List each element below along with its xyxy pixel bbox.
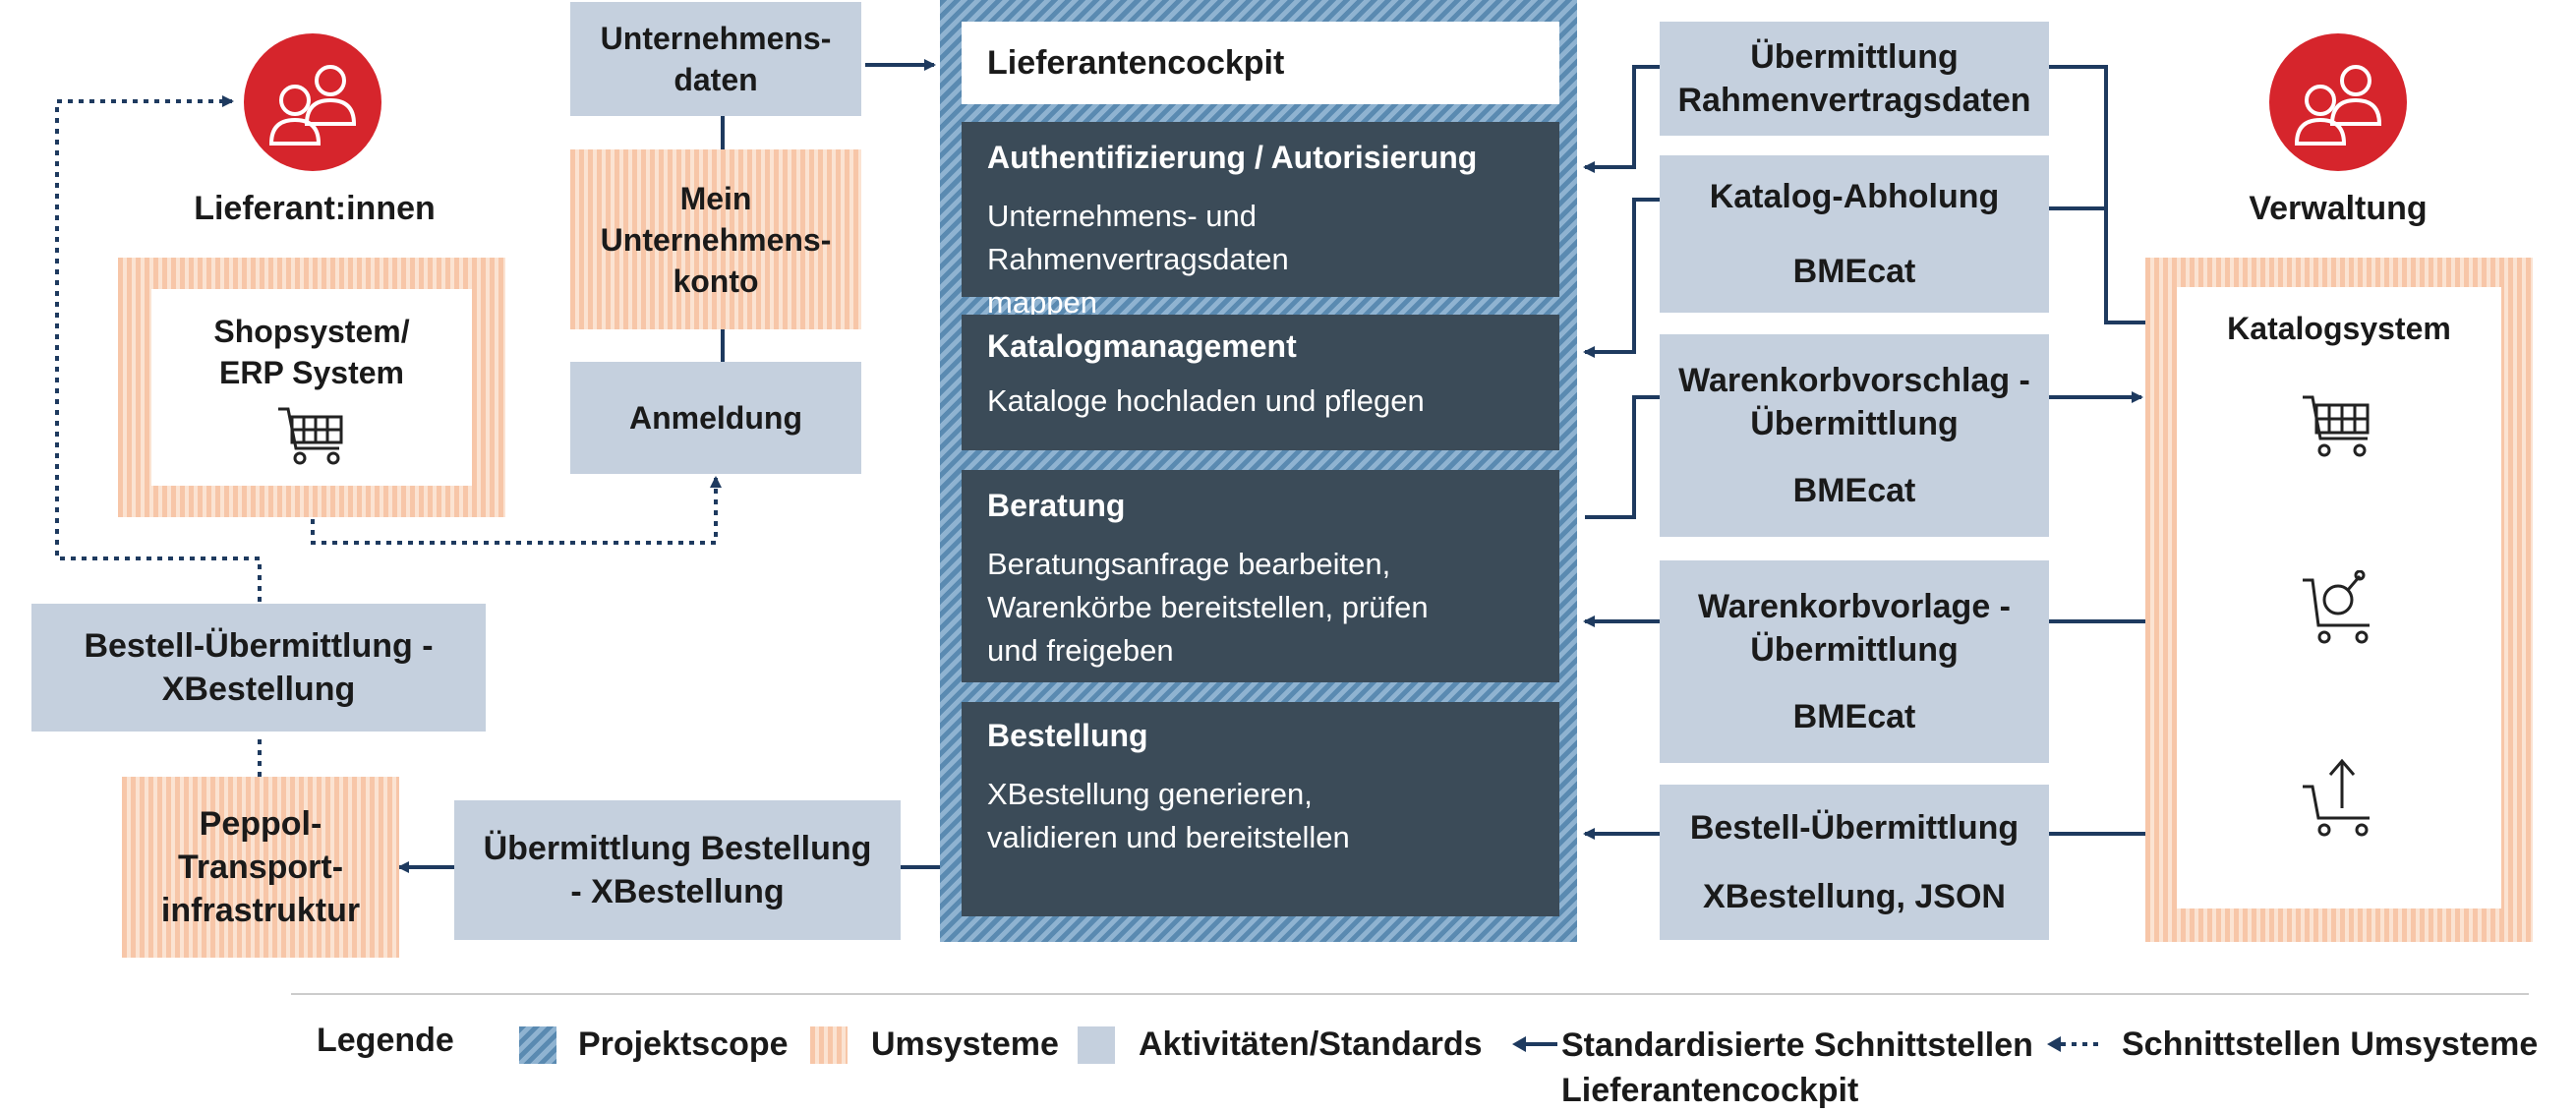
section-beratung-text: Beratungsanfrage bearbeiten, Warenkörbe … [987, 547, 1429, 668]
section-katalog-title: Katalogmanagement [987, 328, 1297, 364]
section-bestellung: Bestellung XBestellung generieren, valid… [962, 702, 1559, 916]
section-beratung: Beratung Beratungsanfrage bearbeiten, Wa… [962, 470, 1559, 682]
legend-label-standardisiert: Standardisierte Schnittstellen Lieferant… [1561, 1026, 2033, 1109]
legend-solid-arrow-icon [1512, 1036, 1557, 1052]
peppol-box: Peppol- Transport- infrastruktur [122, 777, 399, 958]
unternehmensdaten-box: Unternehmens- daten [570, 2, 861, 116]
verwaltung-people-icon [2269, 33, 2407, 171]
legend-label-projektscope: Projektscope [578, 1025, 789, 1063]
arrow-rahmenvertrag-auth [1583, 65, 1660, 173]
cart-search-icon [2303, 570, 2370, 644]
lieferantencockpit-frame: Lieferantencockpit Authentifizierung / A… [940, 0, 1577, 942]
legend-label-umsysteme: Umsysteme [871, 1025, 1059, 1063]
katalogsystem-frame: Katalogsystem [2145, 258, 2533, 942]
legend-swatch-umsysteme [810, 1026, 848, 1064]
mein-konto-box: Mein Unternehmens- konto [570, 149, 861, 329]
interface-katalog-standard: BMEcat [1792, 253, 1916, 290]
cockpit-title-box: Lieferantencockpit [962, 22, 1559, 104]
bestell-uebermittlung-left: Bestell-Übermittlung - XBestellung [31, 604, 486, 732]
section-auth-text: Unternehmens- und Rahmenvertragsdaten ma… [987, 199, 1289, 320]
anmeldung-box: Anmeldung [570, 362, 861, 474]
section-auth: Authentifizierung / Autorisierung Untern… [962, 122, 1559, 320]
legend-dotted-arrow-icon [2047, 1036, 2104, 1052]
interface-bestell-title: Bestell-Übermittlung [1689, 809, 2020, 847]
interface-rahmenvertragsdaten: Übermittlung Rahmenvertragsdaten [1660, 22, 2049, 136]
shopsystem-box: Shopsystem/ ERP System [151, 289, 472, 486]
cockpit-title: Lieferantencockpit [987, 43, 1285, 82]
line-rahmen-katalogsystem [2049, 65, 2145, 324]
verwaltung-label: Verwaltung [2249, 190, 2428, 227]
interface-bestell-uebermittlung: Bestell-Übermittlung XBestellung, JSON [1660, 785, 2049, 940]
katalogsystem-box: Katalogsystem [2177, 287, 2501, 908]
dotted-bestell-lieferant [55, 95, 262, 602]
interface-katalog-title: Katalog-Abholung [1709, 178, 2000, 215]
interface-katalog-abholung: Katalog-Abholung BMEcat [1660, 155, 2049, 313]
dotted-shop-anmeldung [311, 476, 722, 545]
interface-warenkorbvorlage: Warenkorbvorlage - Übermittlung BMEcat [1660, 560, 2049, 763]
shopsystem-label: Shopsystem/ ERP System [213, 314, 410, 390]
legend-title: Legende [317, 1022, 454, 1059]
legend-swatch-aktivitaeten [1078, 1026, 1115, 1064]
legend-divider [291, 993, 2529, 995]
interface-vorschlag-standard: BMEcat [1792, 472, 1916, 509]
section-auth-title: Authentifizierung / Autorisierung [987, 140, 1478, 175]
interface-vorlage-standard: BMEcat [1792, 698, 1916, 735]
katalogsystem-title: Katalogsystem [2227, 310, 2451, 346]
interface-warenkorbvorschlag: Warenkorbvorschlag - Übermittlung BMEcat [1660, 334, 2049, 537]
arrow-katalog-katalogmgmt [1583, 198, 1660, 358]
shopping-cart-icon [2303, 395, 2370, 457]
interface-bestell-standard: XBestellung, JSON [1703, 878, 2006, 915]
legend-label-umsysteme-schnittstellen: Schnittstellen Umsysteme [2122, 1025, 2539, 1063]
section-bestellung-text: XBestellung generieren, validieren und b… [987, 777, 1350, 854]
section-katalogmanagement: Katalogmanagement Kataloge hochladen und… [962, 315, 1559, 450]
lieferant-label: Lieferant:innen [194, 190, 436, 227]
shopping-cart-icon [278, 407, 343, 465]
shopsystem-frame: Shopsystem/ ERP System [118, 258, 505, 517]
uebermittlung-bestellung-box: Übermittlung Bestellung - XBestellung [454, 800, 901, 940]
section-bestellung-title: Bestellung [987, 718, 1148, 753]
interface-vorschlag-title: Warenkorbvorschlag - Übermittlung [1678, 362, 2030, 442]
legend-label-aktivitaeten: Aktivitäten/Standards [1139, 1025, 1483, 1063]
interface-rahmenvertragsdaten-title: Übermittlung Rahmenvertragsdaten [1677, 38, 2031, 119]
cart-upload-icon [2303, 758, 2370, 837]
interface-vorlage-title: Warenkorbvorlage - Übermittlung [1697, 588, 2012, 669]
lieferant-people-icon [244, 33, 381, 171]
section-beratung-title: Beratung [987, 488, 1126, 523]
line-beratung-vorschlag [1585, 395, 1660, 519]
section-katalog-text: Kataloge hochladen und pflegen [987, 383, 1425, 418]
legend-swatch-projektscope [519, 1026, 556, 1064]
